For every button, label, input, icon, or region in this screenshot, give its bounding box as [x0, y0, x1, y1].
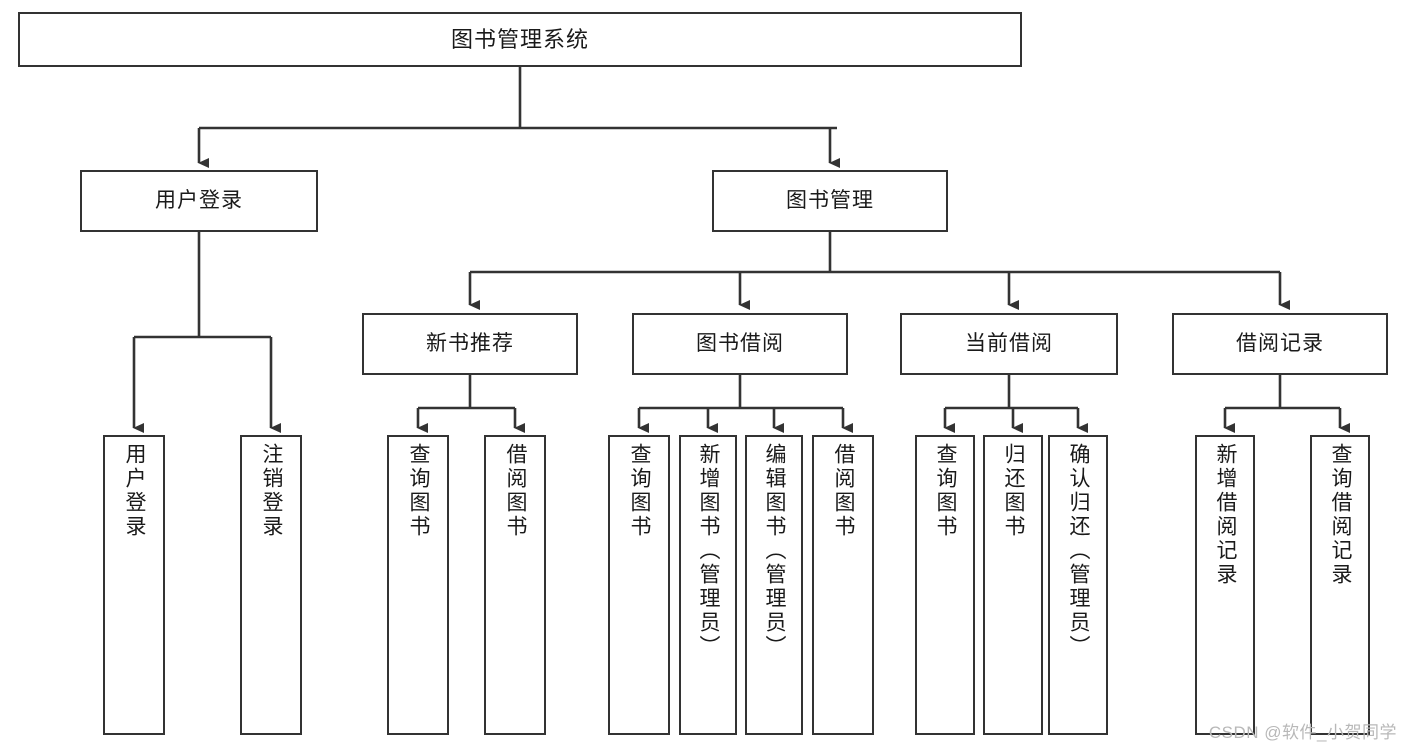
- node-label: 图书借阅: [696, 331, 784, 355]
- node-borrow-records[interactable]: 借阅记录: [1172, 313, 1388, 375]
- node-label: 新增图书（管理员）: [697, 443, 721, 659]
- node-label: 新书推荐: [426, 331, 514, 355]
- node-root-system[interactable]: 图书管理系统: [18, 12, 1022, 67]
- leaf-borrow-book-recommend[interactable]: 借阅图书: [484, 435, 546, 735]
- node-label: 查询图书: [628, 443, 652, 539]
- leaf-add-book-admin[interactable]: 新增图书（管理员）: [679, 435, 737, 735]
- leaf-query-book-current[interactable]: 查询图书: [915, 435, 975, 735]
- node-label: 借阅记录: [1236, 331, 1324, 355]
- node-label: 图书管理: [786, 188, 874, 212]
- node-label: 查询图书: [407, 443, 431, 539]
- leaf-user-login[interactable]: 用户登录: [103, 435, 165, 735]
- leaf-return-book[interactable]: 归还图书: [983, 435, 1043, 735]
- node-new-book-recommend[interactable]: 新书推荐: [362, 313, 578, 375]
- node-label: 确认归还（管理员）: [1067, 443, 1091, 659]
- leaf-lend-book[interactable]: 借阅图书: [812, 435, 874, 735]
- node-label: 借阅图书: [832, 443, 856, 539]
- leaf-query-borrow-record[interactable]: 查询借阅记录: [1310, 435, 1370, 735]
- leaf-logout[interactable]: 注销登录: [240, 435, 302, 735]
- leaf-confirm-return-admin[interactable]: 确认归还（管理员）: [1048, 435, 1108, 735]
- leaf-add-borrow-record[interactable]: 新增借阅记录: [1195, 435, 1255, 735]
- node-book-management[interactable]: 图书管理: [712, 170, 948, 232]
- node-label: 借阅图书: [504, 443, 528, 539]
- node-user-login[interactable]: 用户登录: [80, 170, 318, 232]
- watermark: CSDN @软件_小贺同学: [1208, 723, 1397, 742]
- node-label: 当前借阅: [965, 331, 1053, 355]
- node-label: 注销登录: [260, 443, 284, 539]
- node-current-borrowing[interactable]: 当前借阅: [900, 313, 1118, 375]
- node-label: 查询借阅记录: [1329, 443, 1353, 587]
- node-label: 查询图书: [934, 443, 958, 539]
- node-label: 用户登录: [123, 443, 147, 539]
- node-label: 用户登录: [155, 188, 243, 212]
- node-label: 编辑图书（管理员）: [763, 443, 787, 659]
- node-label: 图书管理系统: [450, 26, 589, 52]
- leaf-edit-book-admin[interactable]: 编辑图书（管理员）: [745, 435, 803, 735]
- node-label: 新增借阅记录: [1214, 443, 1238, 587]
- leaf-query-book-borrowing[interactable]: 查询图书: [608, 435, 670, 735]
- node-label: 归还图书: [1002, 443, 1026, 539]
- leaf-query-book-recommend[interactable]: 查询图书: [387, 435, 449, 735]
- node-book-borrowing[interactable]: 图书借阅: [632, 313, 848, 375]
